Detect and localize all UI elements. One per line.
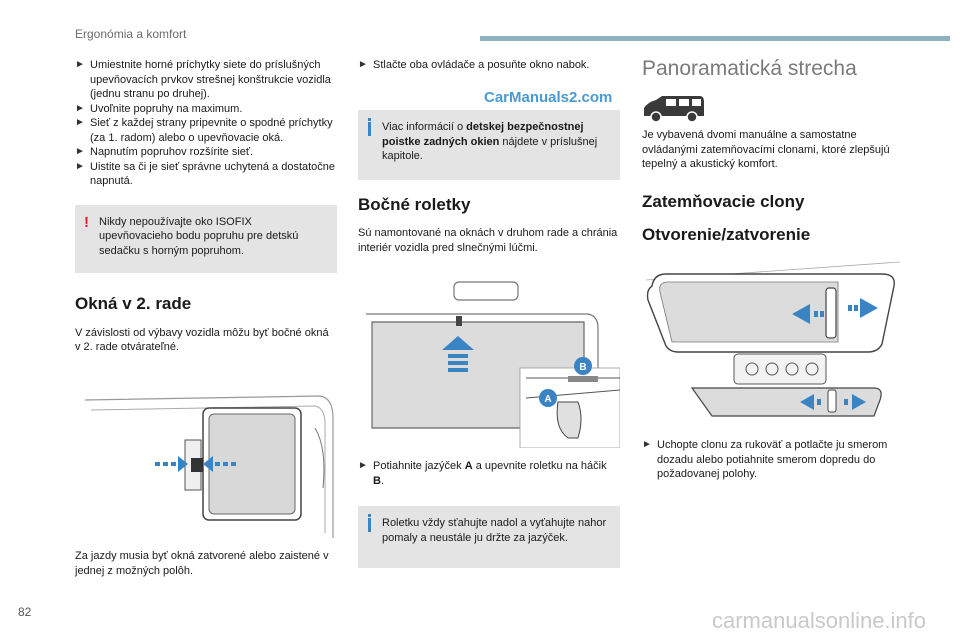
blinds-heading: Bočné roletky: [358, 195, 471, 214]
net-steps-list: ►Umiestnite horné príchytky siete do prí…: [75, 58, 337, 189]
page-number: 82: [18, 605, 32, 619]
bullet-arrow-icon: ►: [75, 117, 85, 128]
windows-caption: Za jazdy musia byť okná zatvorené alebo …: [75, 550, 329, 577]
section-title: Panoramatická strecha: [642, 57, 857, 80]
list-item: ►Uvoľnite popruhy na maximum.: [75, 102, 243, 115]
van-icon: [644, 96, 704, 123]
info-box: Viac informácií o detskej bezpečnostnej …: [358, 110, 620, 180]
list-item: ►Stlačte oba ovládače a posuňte okno nab…: [358, 59, 590, 71]
watermark: CarManuals2.com: [484, 89, 613, 106]
shade-step-list: ►Uchopte clonu za rukoväť a potlačte ju …: [642, 438, 904, 482]
list-item: ►Uistite sa či je sieť správne uchytená …: [75, 160, 336, 188]
windows-heading: Okná v 2. rade: [75, 293, 192, 313]
info-icon: [368, 118, 371, 136]
blinds-text: Sú namontované na oknách v druhom rade a…: [358, 227, 618, 254]
open-close-heading: Otvorenie/zatvorenie: [642, 225, 811, 244]
shades-heading: Zatemňovacie clony: [642, 192, 805, 211]
label-b: B: [579, 362, 586, 373]
column-1: ►Umiestnite horné príchytky siete do prí…: [75, 58, 337, 355]
label-a: A: [544, 394, 551, 405]
roof-intro: Je vybavená dvomi manuálne a samostatne …: [642, 129, 890, 170]
warning-icon: !: [84, 213, 89, 231]
bullet-arrow-icon: ►: [358, 460, 368, 471]
bullet-arrow-icon: ►: [358, 59, 368, 70]
footer-site-mark: carmanualsonline.info: [712, 608, 927, 633]
list-item: ►Potiahnite jazýček A a upevnite roletku…: [358, 460, 607, 487]
roof-shade-illustration: [645, 261, 901, 417]
list-item: ►Sieť z každej strany pripevnite o spodn…: [75, 117, 333, 144]
blind-note-box: Roletku vždy sťahujte nadol a vyťahujte …: [358, 506, 620, 568]
bullet-arrow-icon: ►: [75, 59, 85, 70]
sliding-window-illustration: [84, 395, 334, 538]
running-header: Ergonómia a komfort: [75, 27, 187, 41]
info-icon: [368, 514, 371, 532]
bullet-arrow-icon: ►: [75, 102, 85, 114]
bullet-arrow-icon: ►: [75, 146, 85, 157]
warning-box: ! Nikdy nepoužívajte oko ISOFIX upevňova…: [75, 204, 337, 273]
blind-step-list: ►Potiahnite jazýček A a upevnite roletku…: [358, 459, 620, 488]
list-item: ►Umiestnite horné príchytky siete do prí…: [75, 59, 331, 100]
windows-text: V závislosti od výbavy vozidla môžu byť …: [75, 326, 329, 354]
list-item: ►Napnutím popruhov rozšírite sieť.: [75, 146, 254, 158]
column-2: ►Stlačte oba ovládače a posuňte okno nab…: [358, 58, 620, 73]
window-step-list: ►Stlačte oba ovládače a posuňte okno nab…: [358, 58, 620, 73]
bullet-arrow-icon: ►: [75, 160, 85, 172]
list-item: ►Uchopte clonu za rukoväť a potlačte ju …: [642, 439, 888, 480]
header-bar: [480, 36, 950, 41]
bullet-arrow-icon: ►: [642, 439, 652, 450]
side-blind-illustration: B A: [366, 281, 620, 448]
